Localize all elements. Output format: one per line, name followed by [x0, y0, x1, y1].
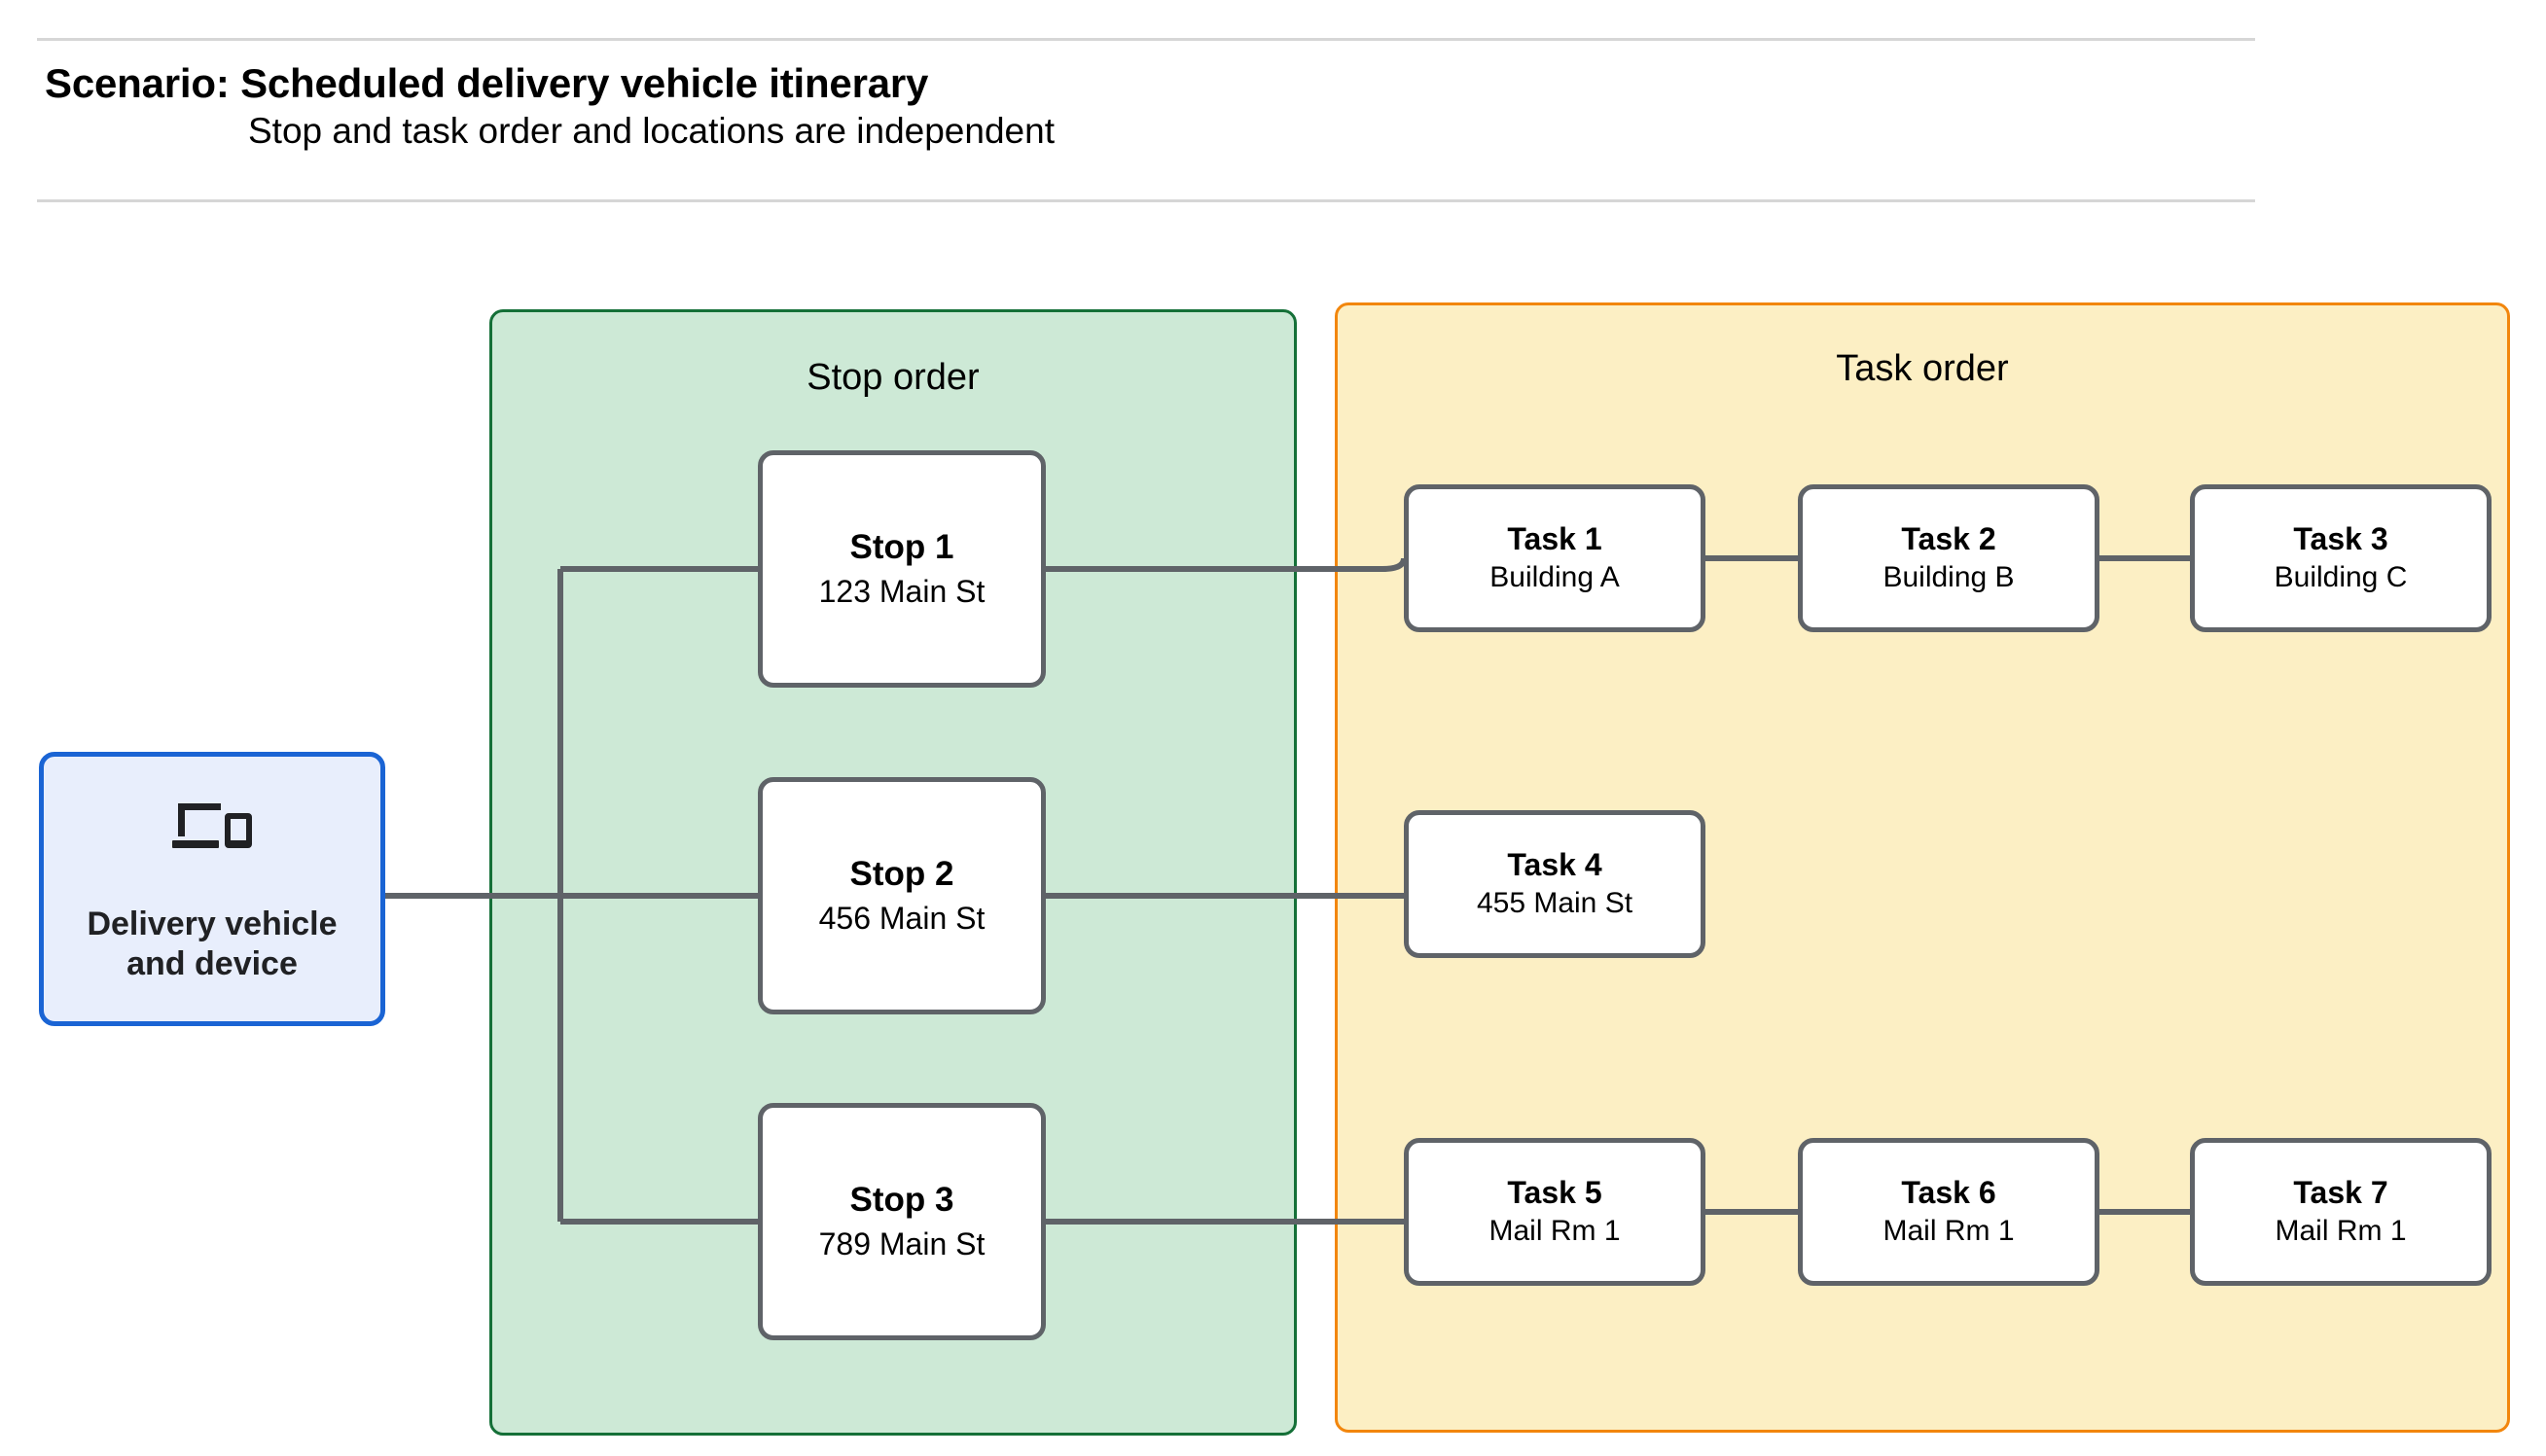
stop-node-2-title: Stop 2 — [849, 855, 954, 894]
stop-node-2-location: 456 Main St — [818, 900, 986, 936]
task-node-1[interactable]: Task 1 Building A — [1404, 484, 1705, 632]
stop-node-3-title: Stop 3 — [849, 1181, 954, 1220]
task-order-group-title: Task order — [1836, 348, 2009, 389]
task-node-5[interactable]: Task 5 Mail Rm 1 — [1404, 1138, 1705, 1286]
task-node-1-title: Task 1 — [1507, 521, 1602, 557]
delivery-vehicle-card[interactable]: Delivery vehicle and device — [39, 752, 385, 1026]
page-title: Scenario: Scheduled delivery vehicle iti… — [45, 60, 929, 106]
delivery-vehicle-label: Delivery vehicle and device — [87, 906, 338, 982]
laptop-and-phone-icon — [172, 803, 252, 848]
stop-node-1[interactable]: Stop 1 123 Main St — [758, 450, 1046, 688]
task-node-1-location: Building A — [1489, 561, 1620, 594]
task-node-2-location: Building B — [1883, 561, 2015, 594]
task-node-3-location: Building C — [2274, 561, 2408, 594]
stop-order-group-title: Stop order — [807, 357, 980, 398]
stop-node-2[interactable]: Stop 2 456 Main St — [758, 777, 1046, 1014]
task-node-6-title: Task 6 — [1901, 1175, 1996, 1211]
task-node-6-location: Mail Rm 1 — [1883, 1215, 2015, 1248]
task-node-4[interactable]: Task 4 455 Main St — [1404, 810, 1705, 958]
task-node-5-title: Task 5 — [1507, 1175, 1602, 1211]
stop-node-3[interactable]: Stop 3 789 Main St — [758, 1103, 1046, 1340]
header-divider-top — [37, 38, 2255, 41]
task-node-2[interactable]: Task 2 Building B — [1798, 484, 2099, 632]
task-node-7[interactable]: Task 7 Mail Rm 1 — [2190, 1138, 2492, 1286]
task-node-4-location: 455 Main St — [1476, 887, 1633, 920]
wire-stop1-to-task1 — [1046, 557, 1407, 572]
task-node-5-location: Mail Rm 1 — [1488, 1215, 1621, 1248]
stop-node-1-location: 123 Main St — [818, 573, 986, 609]
stop-node-1-title: Stop 1 — [849, 528, 954, 567]
page-subtitle: Stop and task order and locations are in… — [248, 111, 1055, 151]
task-node-6[interactable]: Task 6 Mail Rm 1 — [1798, 1138, 2099, 1286]
header-divider-bottom — [37, 199, 2255, 202]
task-node-7-location: Mail Rm 1 — [2275, 1215, 2407, 1248]
task-node-4-title: Task 4 — [1507, 847, 1602, 883]
stop-node-3-location: 789 Main St — [818, 1225, 986, 1261]
task-node-3[interactable]: Task 3 Building C — [2190, 484, 2492, 632]
task-node-3-title: Task 3 — [2293, 521, 2388, 557]
task-node-2-title: Task 2 — [1901, 521, 1996, 557]
task-node-7-title: Task 7 — [2293, 1175, 2388, 1211]
